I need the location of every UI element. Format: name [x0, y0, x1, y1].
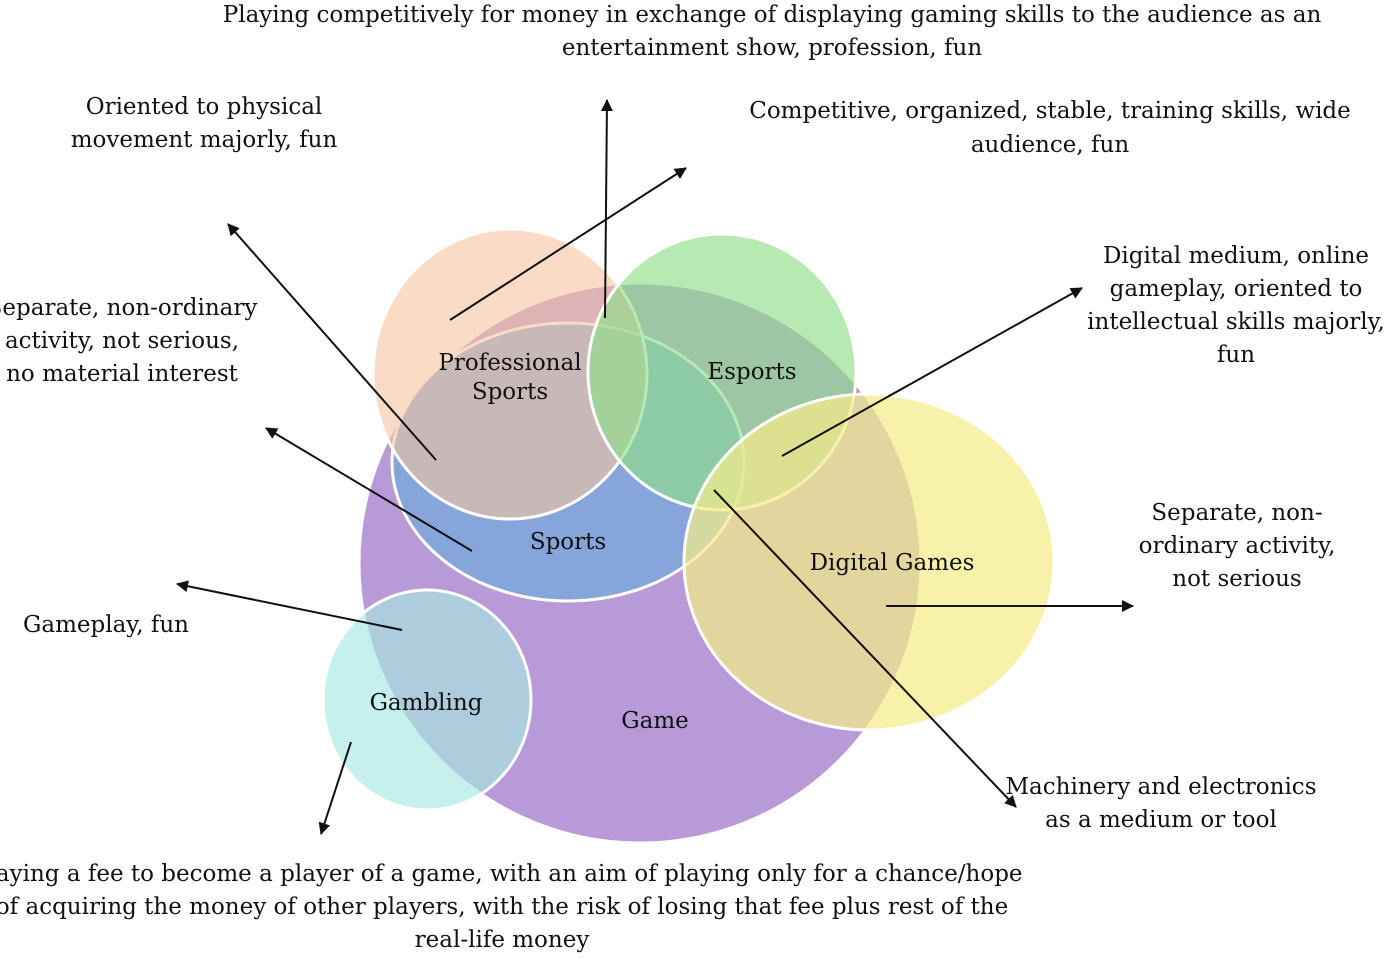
- arrow-gambling-to-gameplay: [176, 580, 403, 631]
- annotation-bottom: real-life money: [415, 927, 590, 953]
- annotation-competitive: audience, fun: [971, 132, 1129, 158]
- annotation-digital-medium: Digital medium, online: [1103, 243, 1369, 269]
- annotation-competitive: Competitive, organized, stable, training…: [749, 98, 1351, 124]
- annotation-gameplay: Gameplay, fun: [23, 612, 189, 638]
- annotation-machinery: as a medium or tool: [1045, 807, 1277, 833]
- annotation-separate-right: not serious: [1172, 566, 1301, 592]
- sports-label: Sports: [530, 529, 606, 555]
- annotation-separate-left: activity, not serious,: [5, 328, 239, 354]
- arrow-esports-to-competitive: [449, 167, 687, 321]
- arrow-professional-to-top: [600, 99, 613, 319]
- arrow-digital-to-medium: [781, 287, 1083, 457]
- annotation-machinery: Machinery and electronics: [1006, 774, 1317, 800]
- annotation-bottom: Paying a fee to become a player of a gam…: [0, 861, 1023, 887]
- annotation-physical: movement majorly, fun: [71, 127, 338, 153]
- arrow-digital-to-machinery: [713, 489, 1017, 808]
- gambling-label: Gambling: [370, 690, 483, 716]
- digital-games-region: [682, 392, 1056, 732]
- esports-label: Esports: [707, 359, 796, 385]
- annotation-top: entertainment show, profession, fun: [562, 35, 982, 61]
- digital-games-label: Digital Games: [810, 550, 975, 576]
- professional-sports-label: Professional: [438, 350, 581, 376]
- annotation-bottom: of acquiring the money of other players,…: [0, 894, 1008, 920]
- annotation-digital-medium: gameplay, oriented to: [1110, 276, 1363, 302]
- annotation-digital-medium: fun: [1217, 342, 1255, 368]
- annotation-separate-left: no material interest: [6, 361, 239, 387]
- annotation-separate-right: Separate, non-: [1151, 500, 1322, 526]
- arrow-game-to-separate: [265, 427, 473, 552]
- annotation-physical: Oriented to physical: [86, 94, 323, 120]
- gambling-region: [321, 588, 533, 812]
- arrow-gambling-to-bottom: [318, 741, 352, 835]
- game-label: Game: [621, 708, 689, 734]
- arrow-sports-to-physical: [227, 223, 437, 461]
- annotation-top: Playing competitively for money in excha…: [223, 2, 1322, 28]
- annotation-digital-medium: intellectual skills majorly,: [1087, 309, 1384, 335]
- professional-sports-label: Sports: [472, 379, 548, 405]
- annotation-separate-left: Separate, non-ordinary: [0, 295, 257, 321]
- annotation-separate-right: ordinary activity,: [1139, 533, 1336, 559]
